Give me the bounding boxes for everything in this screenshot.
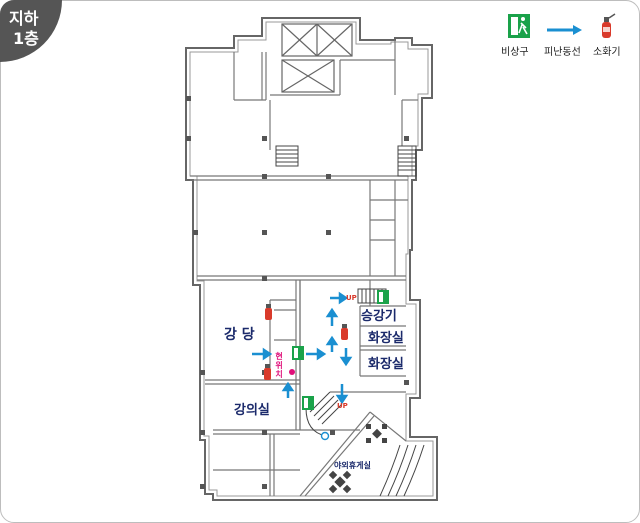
legend-route-label: 피난동선 xyxy=(544,47,581,58)
outdoor-lounge-label: 야외휴게실 xyxy=(334,460,371,470)
elevator-label: 승강기 xyxy=(361,308,397,324)
extinguishers-on-plan xyxy=(264,304,348,380)
legend-extinguisher-label: 소화기 xyxy=(593,47,621,58)
legend-exit-label: 비상구 xyxy=(501,47,529,58)
floor-badge-line1: 지하 xyxy=(9,9,39,28)
route-path-marker xyxy=(320,431,330,441)
shaft-boxes xyxy=(281,23,353,93)
evacuation-routes xyxy=(252,291,353,405)
restroom-1-label: 화장실 xyxy=(368,330,404,346)
lounge-furniture xyxy=(328,424,387,494)
current-location-label: 현위치 xyxy=(275,351,284,379)
stair-up-label-1: UP xyxy=(346,294,357,302)
extinguisher-icon xyxy=(602,13,616,38)
route-arrow-icon xyxy=(547,25,582,35)
restroom-2-label: 화장실 xyxy=(368,356,404,372)
exit-signs-on-plan xyxy=(292,290,389,410)
lecture-room-label: 강의실 xyxy=(234,402,270,418)
lounge-curves xyxy=(379,444,425,497)
stair-up-label-2: UP xyxy=(337,402,348,410)
exit-icon xyxy=(508,14,530,38)
floor-badge-line2: 1층 xyxy=(13,29,39,48)
current-location-marker xyxy=(289,369,295,375)
lecture-hall-label: 강 당 xyxy=(224,326,255,343)
